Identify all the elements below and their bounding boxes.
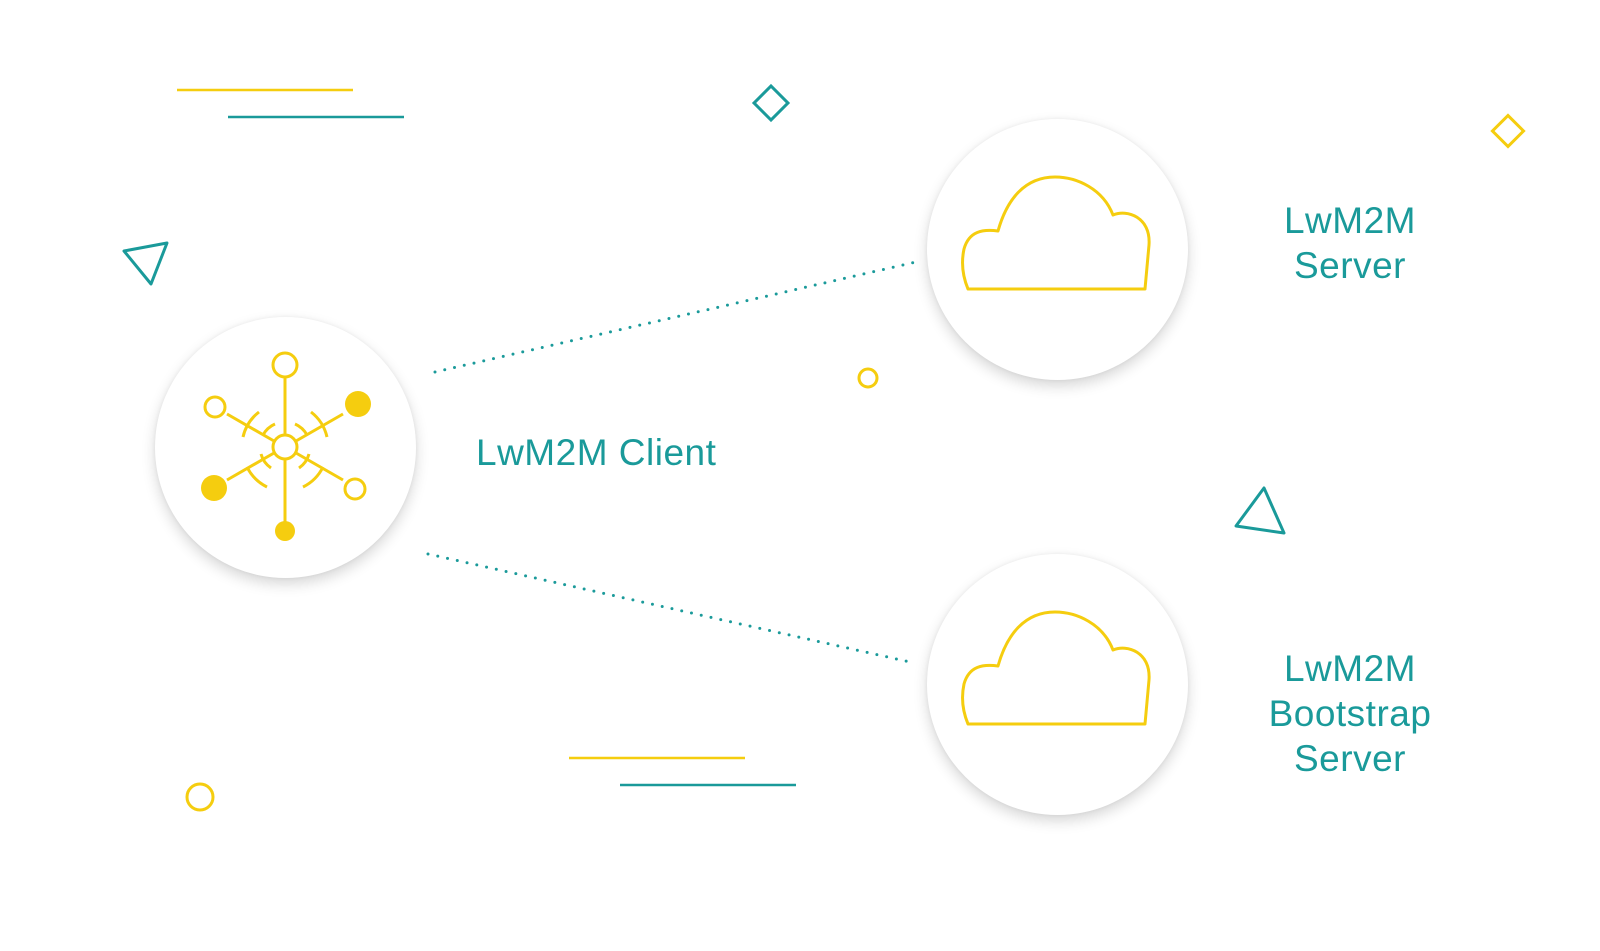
connector-client-server [433, 260, 918, 374]
client-label: LwM2M Client [476, 432, 717, 473]
bootstrap-server-label: LwM2M Bootstrap Server [1245, 646, 1455, 781]
decor-diamond-yellow [1490, 113, 1526, 149]
cloud-icon [961, 175, 1151, 291]
bootstrap-label-line-3: Server [1294, 738, 1406, 779]
cloud-icon [961, 610, 1151, 726]
server-label-line-2: Server [1294, 245, 1406, 286]
decor-circle-yellow-mid [857, 367, 879, 389]
decor-triangle-teal-right [1234, 486, 1286, 535]
bootstrap-server-node [927, 554, 1188, 815]
decor-diamond-teal [751, 83, 791, 123]
network-hub-icon [201, 351, 371, 541]
connector-client-bootstrap [426, 552, 912, 664]
server-label: LwM2M Server [1265, 198, 1435, 288]
bootstrap-label-line-1: LwM2M [1283, 648, 1417, 689]
bootstrap-label-line-2: Bootstrap [1268, 693, 1432, 734]
server-label-line-1: LwM2M [1283, 200, 1417, 241]
decor-triangle-teal-left [122, 241, 169, 286]
client-node [155, 317, 416, 578]
decor-circle-yellow-bottom [185, 782, 215, 812]
server-node [927, 119, 1188, 380]
